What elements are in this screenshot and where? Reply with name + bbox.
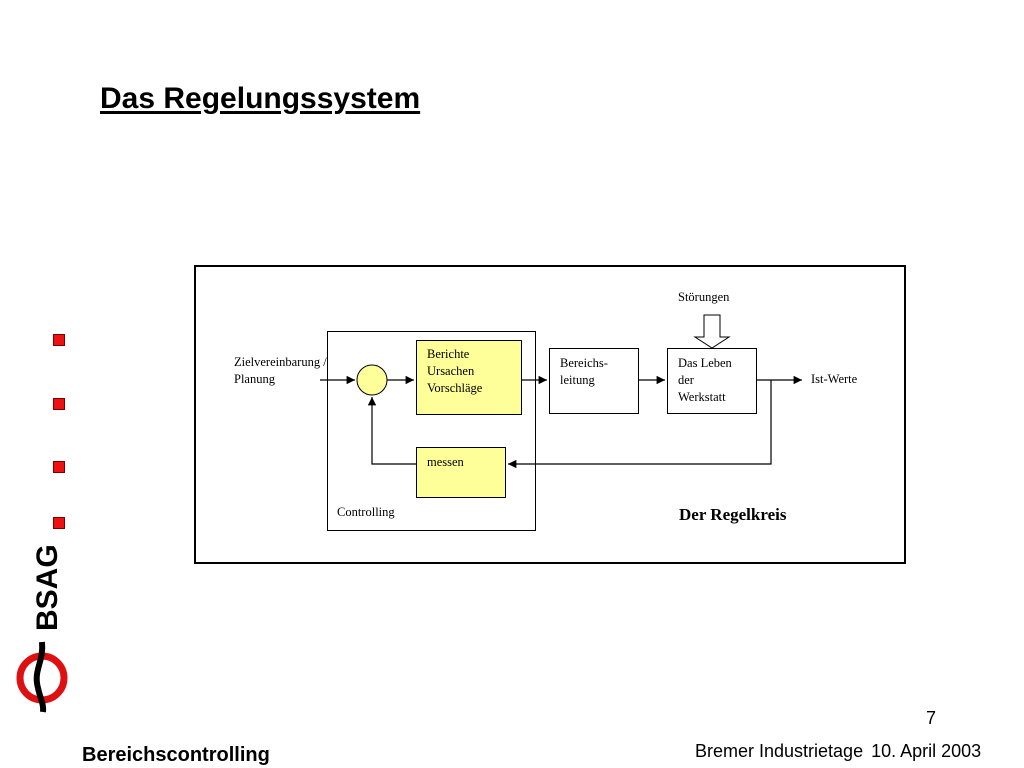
- diagram-caption: Der Regelkreis: [679, 505, 787, 524]
- bullet-marker-4: [53, 517, 65, 529]
- footer-info: Bremer Industrietage 10. April 2003: [695, 741, 989, 762]
- berichte-line-3: Vorschläge: [427, 381, 483, 395]
- messen-label: messen: [427, 455, 464, 469]
- werkstatt-line-1: Das Leben: [678, 356, 732, 370]
- messen-box: messen: [416, 447, 506, 498]
- bullet-marker-1: [53, 334, 65, 346]
- bereichsleitung-line-2: leitung: [560, 373, 595, 387]
- bsag-logo-text: BSAG: [31, 544, 64, 631]
- bereichsleitung-box: Bereichs- leitung: [549, 348, 639, 414]
- page-number: 7: [926, 708, 937, 728]
- werkstatt-line-2: der: [678, 373, 694, 387]
- bullet-marker-3: [53, 461, 65, 473]
- diagram-frame: [194, 265, 906, 564]
- controlling-label: Controlling: [337, 505, 395, 519]
- input-label-line-1: Zielvereinbarung /: [234, 355, 327, 369]
- bereichsleitung-line-1: Bereichs-: [560, 356, 608, 370]
- bullet-marker-2: [53, 398, 65, 410]
- input-label-line-2: Planung: [234, 372, 275, 386]
- stoerungen-label: Störungen: [678, 290, 730, 304]
- berichte-box: Berichte Ursachen Vorschläge: [416, 340, 522, 415]
- footer-date: 10. April 2003: [871, 741, 982, 761]
- werkstatt-box: Das Leben der Werkstatt: [667, 348, 757, 414]
- logo-stroke: [33, 641, 47, 713]
- footer-event: Bremer Industrietage: [695, 741, 864, 761]
- output-label: Ist-Werte: [811, 372, 858, 386]
- berichte-line-2: Ursachen: [427, 364, 475, 378]
- werkstatt-line-3: Werkstatt: [678, 390, 726, 404]
- input-label: Zielvereinbarung / Planung: [234, 354, 327, 388]
- slide-title: Das Regelungssystem: [100, 82, 421, 115]
- logo-ring: [16, 652, 68, 704]
- footer-title: Bereichscontrolling: [82, 744, 270, 766]
- berichte-line-1: Berichte: [427, 347, 470, 361]
